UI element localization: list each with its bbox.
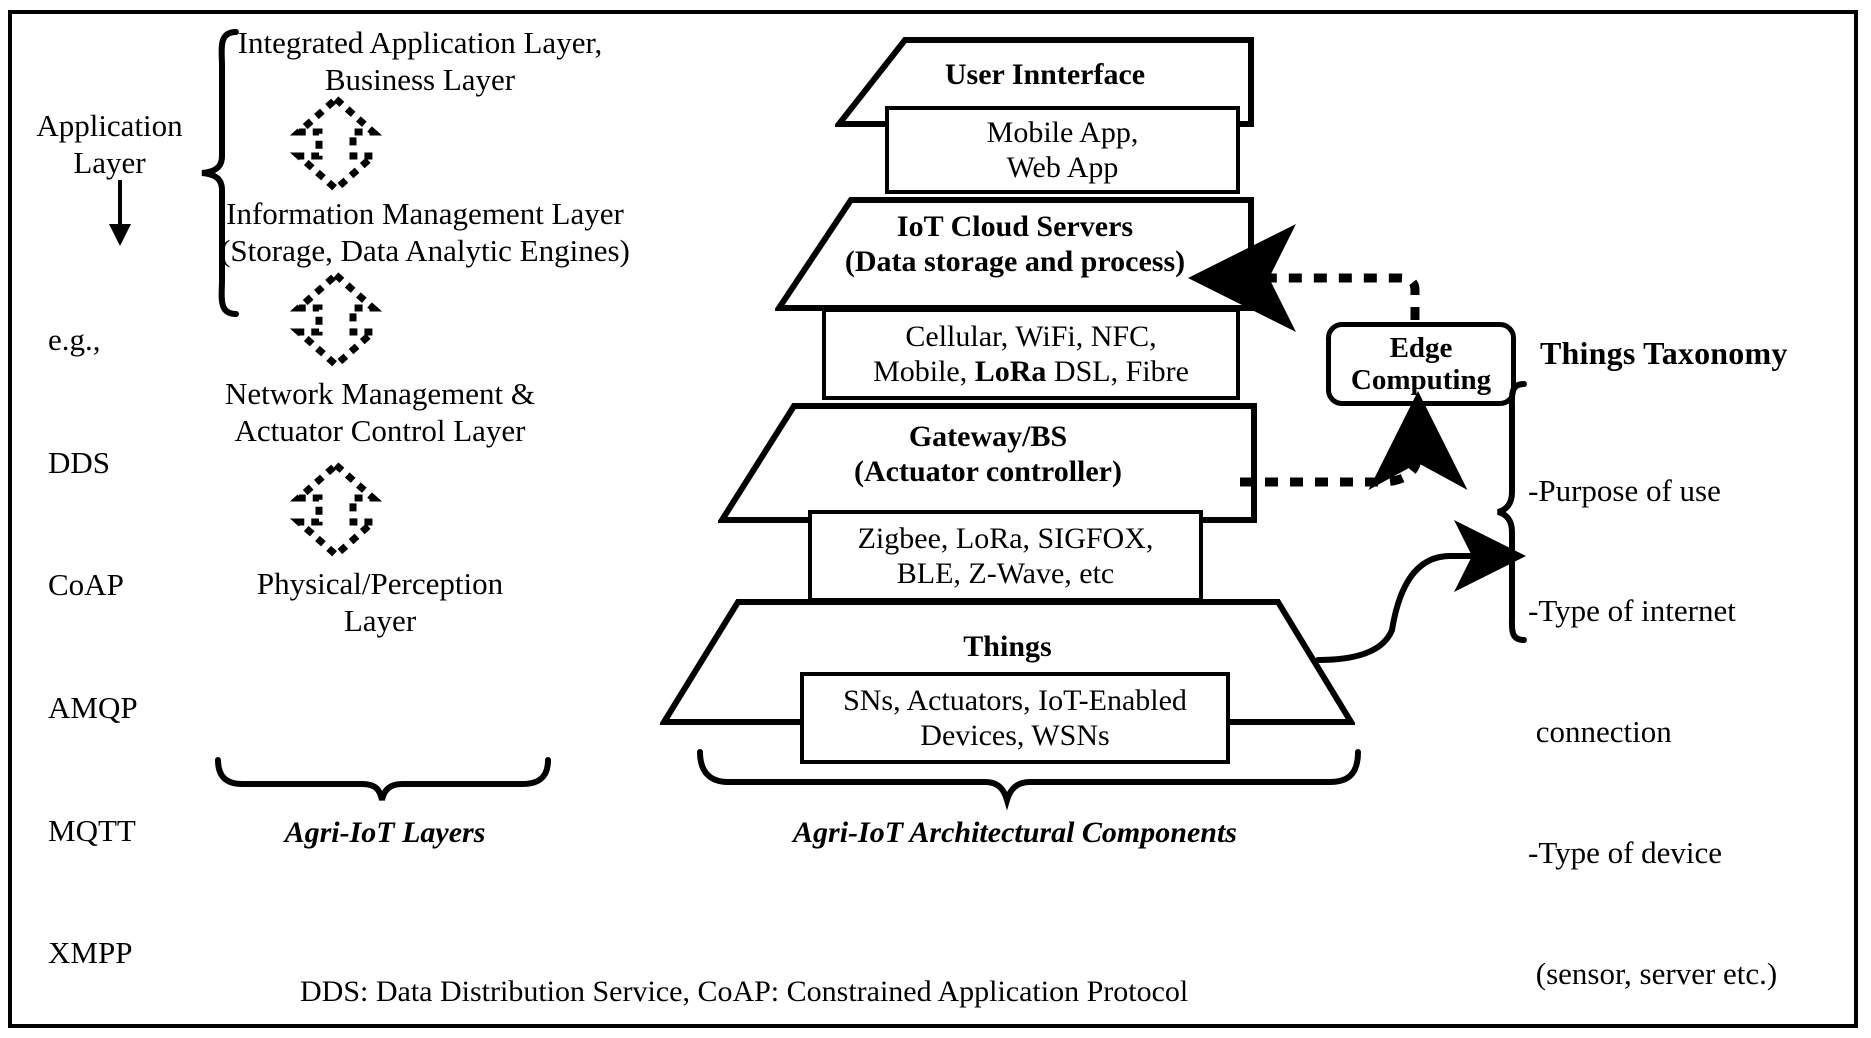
double-arrow-icon-2 xyxy=(289,270,383,373)
legend-block: DDS: Data Distribution Service, CoAP: Co… xyxy=(300,888,1496,1038)
taxonomy-item: -Type of internet xyxy=(1528,593,1736,629)
double-arrow-icon-3 xyxy=(289,460,383,563)
application-layer-label: Application Layer xyxy=(36,108,183,180)
detail-line: Mobile App, xyxy=(986,115,1139,149)
double-arrow-icon-1 xyxy=(289,94,383,197)
tier-detail-box-things: SNs, Actuators, IoT-Enabled Devices, WSN… xyxy=(800,672,1230,764)
tier-title-user-interface: User Innterface xyxy=(944,58,1146,91)
application-layer-brace xyxy=(196,28,242,318)
detail-line: Cellular, WiFi, NFC, xyxy=(905,319,1157,353)
things-taxonomy-title: Things Taxonomy xyxy=(1540,335,1788,371)
protocol-list-prefix: e.g., xyxy=(48,321,101,357)
detail-line: Zigbee, LoRa, SIGFOX, xyxy=(857,521,1154,555)
pyramid-tier-user-interface: User Innterface xyxy=(835,36,1255,128)
tier-detail-box-user-interface: Mobile App, Web App xyxy=(885,106,1240,194)
detail-line-with-bold-token: Mobile, LoRa DSL, Fibre xyxy=(826,354,1236,389)
protocol-item-xmpp: XMPP xyxy=(48,935,133,971)
protocol-item-amqp: AMQP xyxy=(48,689,138,725)
pyramid-tier-gateway-bs: Gateway/BS (Actuator controller) xyxy=(718,402,1258,524)
protocol-item-mqtt: MQTT xyxy=(48,812,136,848)
taxonomy-item-cont: (sensor, server etc.) xyxy=(1528,956,1778,992)
taxonomy-item: -Type of device xyxy=(1528,835,1723,871)
tier-title-things: Things xyxy=(963,630,1052,663)
diagram-border xyxy=(8,10,1858,1028)
tier-detail-box-gateway-bs: Zigbee, LoRa, SIGFOX, BLE, Z-Wave, etc xyxy=(808,510,1203,602)
things-taxonomy-list: -Purpose of use -Type of internet connec… xyxy=(1528,390,1868,1038)
protocol-item-coap: CoAP xyxy=(48,567,124,603)
detail-line: Web App xyxy=(1006,151,1119,184)
edge-computing-line1: Edge xyxy=(1389,331,1453,364)
taxonomy-item-cont: connection xyxy=(1528,714,1672,750)
pyramid-tier-iot-cloud-servers: IoT Cloud Servers (Data storage and proc… xyxy=(775,196,1255,312)
detail-line: SNs, Actuators, IoT-Enabled xyxy=(843,683,1187,717)
legend-line-1: DDS: Data Distribution Service, CoAP: Co… xyxy=(300,974,1189,1008)
layer-label-network-management: Network Management & Actuator Control La… xyxy=(225,376,535,448)
detail-line-suffix: DSL, Fibre xyxy=(1046,355,1189,388)
caption-agri-iot-layers: Agri-IoT Layers xyxy=(284,816,486,849)
tier-detail-box-iot-cloud-servers: Cellular, WiFi, NFC, Mobile, LoRa DSL, F… xyxy=(822,308,1240,400)
detail-line-prefix: Mobile, xyxy=(873,355,975,388)
detail-line: BLE, Z-Wave, etc xyxy=(896,557,1115,590)
detail-line: Devices, WSNs xyxy=(920,719,1110,752)
edge-computing-box: Edge Computing xyxy=(1326,322,1516,406)
edge-computing-line2: Computing xyxy=(1350,364,1492,396)
caption-agri-iot-architecture: Agri-IoT Architectural Components xyxy=(793,816,1237,849)
tier-title-gateway-bs: Gateway/BS (Actuator controller) xyxy=(854,420,1122,488)
layer-label-physical-perception: Physical/Perception Layer xyxy=(256,566,504,638)
down-arrow-icon xyxy=(109,180,131,246)
protocol-list: e.g., DDS CoAP AMQP MQTT XMPP HTTP xyxy=(48,238,138,1038)
protocol-item-dds: DDS xyxy=(48,444,111,480)
layer-label-integrated-application: Integrated Application Layer, Business L… xyxy=(237,25,603,97)
layer-label-information-management: Information Management Layer (Storage, D… xyxy=(220,196,630,268)
taxonomy-item: -Purpose of use xyxy=(1528,472,1721,508)
lora-bold-token: LoRa xyxy=(974,355,1047,388)
tier-title-iot-cloud-servers: IoT Cloud Servers (Data storage and proc… xyxy=(844,210,1186,278)
